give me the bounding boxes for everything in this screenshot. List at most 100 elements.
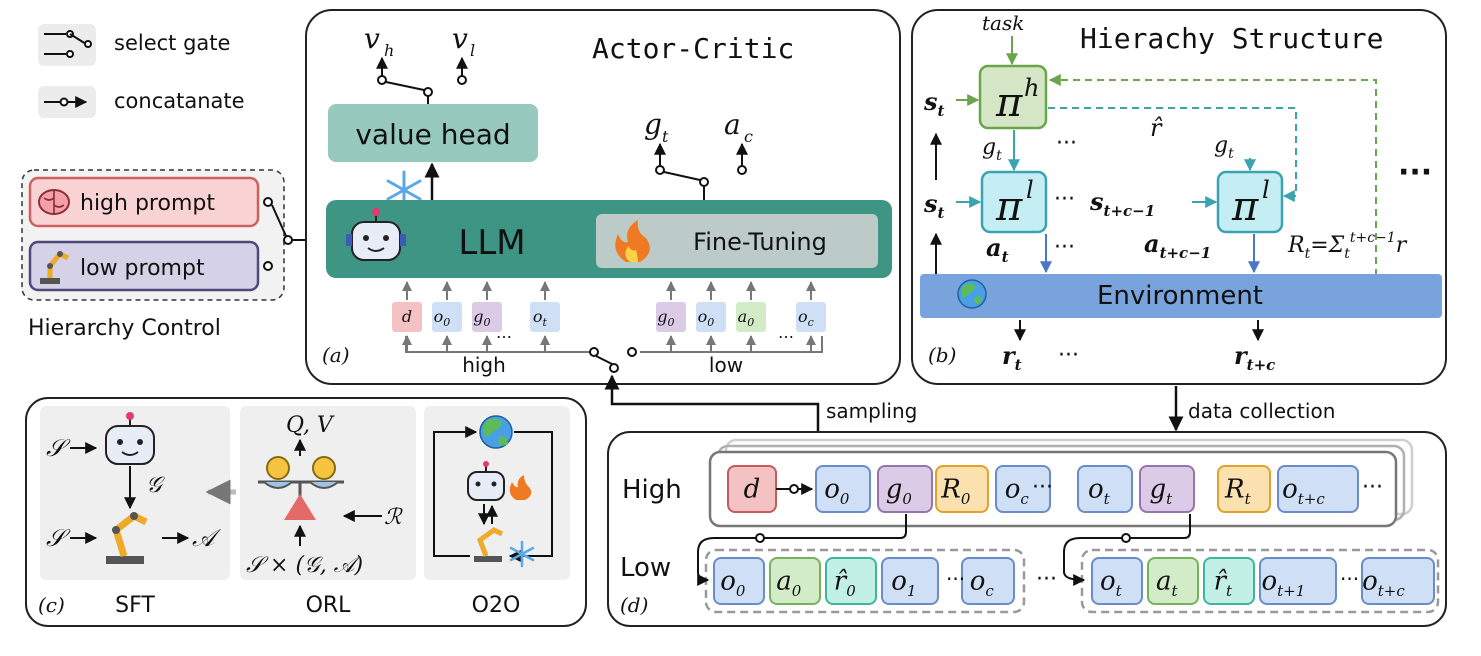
- high-token: o0: [432, 302, 462, 332]
- sft-g-label: 𝒢: [146, 473, 165, 498]
- low-bus-label: low: [709, 353, 743, 377]
- low-seq-token-1: oc: [961, 557, 1015, 605]
- concatenate-label: concatanate: [114, 89, 245, 113]
- dots-b-1: ···: [1056, 131, 1077, 156]
- panel-a: Actor-Critic v h v l value head g t a c: [305, 9, 901, 385]
- o2o-robot-arm-icon: [474, 527, 504, 562]
- low-seq-token-2-bg: [1091, 557, 1143, 605]
- low-token: o0: [696, 302, 726, 332]
- r-hat-label: r̂: [1150, 114, 1163, 142]
- high-seq-token: Rt: [1217, 465, 1271, 513]
- pi-h-sup: h: [1024, 74, 1039, 102]
- high-token-text: ot: [533, 307, 548, 329]
- low-row-label: Low: [620, 553, 671, 583]
- high-seq-token-text: ot: [1088, 474, 1111, 508]
- out-vh: v: [364, 22, 380, 55]
- low-token: a0: [736, 302, 766, 332]
- out-a-sub: c: [744, 127, 753, 146]
- robot-icon: [346, 208, 406, 261]
- pi-l-box-2: [1216, 170, 1284, 234]
- o2o-label: O2O: [472, 593, 521, 618]
- low-token-text: a0: [738, 307, 755, 329]
- dots-a-low: …: [778, 323, 794, 342]
- orl-r-label: ℛ: [384, 505, 403, 530]
- high-token-text: d: [402, 307, 412, 326]
- high-seq-token-text: R0: [940, 474, 971, 508]
- low-seq-token-2-text: at: [1156, 566, 1179, 600]
- high-seq-token-bg: [1277, 465, 1359, 513]
- low-seq-token-2: r̂t: [1203, 557, 1255, 605]
- sft-robot-arm-icon: [106, 511, 148, 564]
- low-seq-token-1: r̂0: [825, 557, 877, 605]
- r-hat-dashed-path: [1048, 107, 1297, 202]
- policy-output-gate: [654, 142, 748, 200]
- dots-a-high: …: [496, 323, 512, 342]
- high-seq-token: oc: [995, 465, 1051, 513]
- low-seq-token-1: o1: [881, 557, 939, 605]
- orl-input: 𝒮 × (𝒢, 𝒜): [246, 553, 363, 578]
- input-select-gate: [589, 347, 637, 373]
- hierarchy-control: high prompt low prompt Hierarchy Control: [21, 169, 324, 341]
- high-seq-token-text: g0: [886, 474, 913, 508]
- gt-concat-node: [1121, 533, 1131, 543]
- out-vl-sub: l: [470, 41, 475, 60]
- hierarchy-structure-title: Hierachy Structure: [1080, 22, 1383, 55]
- o2o-earth-icon: [479, 415, 513, 449]
- g0-concat-node: [755, 533, 765, 543]
- fire-icon: [615, 220, 650, 262]
- o2o-fire-icon: [509, 475, 532, 500]
- environment-label: Environment: [1097, 281, 1263, 311]
- high-token: d: [392, 302, 422, 332]
- high-seq-token: ot: [1077, 465, 1133, 513]
- panel-c-label: (c): [38, 593, 65, 617]
- high-token: ot: [530, 302, 560, 332]
- high-seq-token-bg: [815, 465, 871, 513]
- low-seq-token-1-bg: [825, 557, 877, 605]
- dots-d-high-1: ···: [1032, 475, 1053, 500]
- low-seq-token-1-text: a0: [776, 566, 802, 600]
- orl-qv-label: Q, V: [286, 413, 335, 438]
- panel-b: Hierachy Structure task π h π l π l st s…: [911, 9, 1447, 385]
- low-prompt-box: [28, 240, 260, 292]
- o2o-loop-left: [433, 426, 478, 557]
- low-seq-token-2-text: ot+1: [1262, 566, 1306, 600]
- input-bus-ticks: [402, 281, 823, 352]
- high-concat-arrow: [776, 483, 814, 495]
- low-seq-token-1: a0: [769, 557, 821, 605]
- value-output-gate: [376, 56, 468, 104]
- llm-label: LLM: [458, 223, 525, 263]
- low-seq-token-1: o0: [713, 557, 765, 605]
- orl-card: [240, 406, 416, 580]
- low-seq-token-2: at: [1147, 557, 1199, 605]
- out-g-sub: t: [662, 127, 669, 146]
- low-token-text: o0: [698, 307, 715, 329]
- high-seq-token-bg: [935, 465, 989, 513]
- high-seq-token-bg: [1139, 465, 1195, 513]
- out-vl: v: [452, 22, 468, 55]
- high-seq-token-bg: [1217, 465, 1271, 513]
- dots-b-5: ···: [1058, 343, 1079, 368]
- earth-icon: [957, 279, 987, 309]
- high-seq-token: gt: [1139, 465, 1195, 513]
- fine-tuning-label: Fine-Tuning: [693, 228, 827, 256]
- high-token-bg: [530, 302, 560, 332]
- low-seq-token-2-text: r̂t: [1214, 566, 1233, 600]
- high-seq-token-text: oc: [1005, 474, 1030, 508]
- select-gate-label: select gate: [114, 31, 230, 55]
- high-bus-label: high: [462, 353, 506, 377]
- legend: select gate concatanate: [38, 24, 245, 118]
- high-seq-token: d: [727, 465, 777, 513]
- low-seq-token-1-bg: [769, 557, 821, 605]
- high-seq-token-text: gt: [1149, 474, 1173, 508]
- high-token: g0: [472, 302, 502, 332]
- high-token-bg: [432, 302, 462, 332]
- low-seq-token-1-bg: [881, 557, 939, 605]
- low-token-bg: [656, 302, 686, 332]
- high-seq-token: ot+c: [1277, 465, 1359, 513]
- low-seq-token-2-bg: [1147, 557, 1199, 605]
- dots-b-3: ···: [1054, 235, 1075, 260]
